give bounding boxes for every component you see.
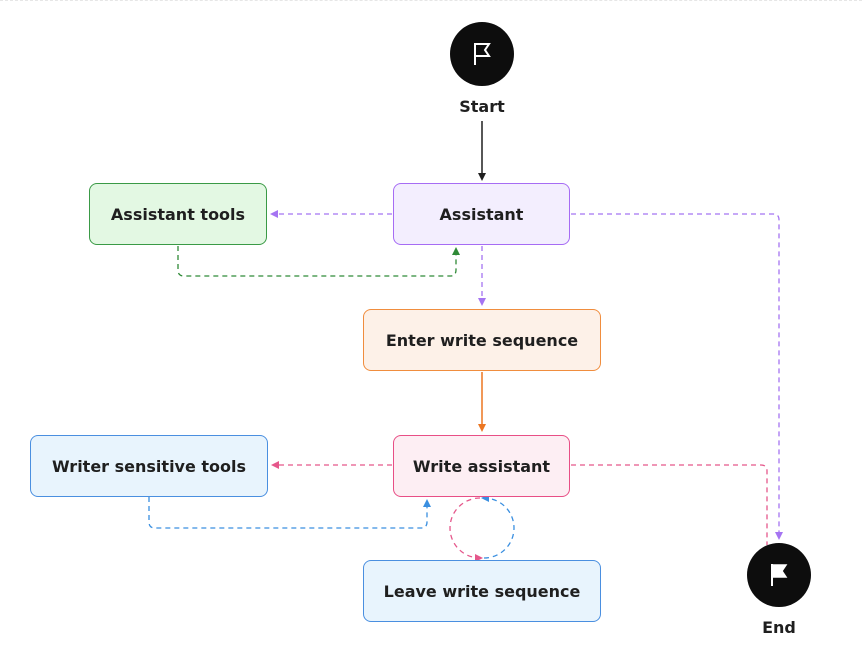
leave-write-sequence-label: Leave write sequence — [383, 581, 581, 601]
assistant-tools-node[interactable]: Assistant tools — [89, 183, 267, 245]
edge-write-assistant-to-leave-write — [449, 497, 483, 562]
end-label: End — [762, 618, 796, 637]
assistant-node[interactable]: Assistant — [393, 183, 570, 245]
start-label: Start — [459, 97, 505, 116]
edge-leave-write-to-write-assistant — [481, 494, 515, 559]
top-dashed-border — [0, 0, 862, 2]
enter-write-sequence-node[interactable]: Enter write sequence — [363, 309, 601, 371]
leave-write-sequence-node[interactable]: Leave write sequence — [363, 560, 601, 622]
start-node[interactable] — [450, 22, 514, 86]
assistant-label: Assistant — [439, 204, 524, 224]
enter-write-sequence-label: Enter write sequence — [385, 330, 579, 350]
writer-sensitive-tools-label: Writer sensitive tools — [51, 456, 247, 476]
edge-writer-tools-to-write-assistant — [148, 497, 431, 529]
edge-write-assistant-to-end — [571, 464, 768, 545]
flag-outline-icon — [474, 43, 491, 65]
assistant-tools-label: Assistant tools — [110, 204, 246, 224]
write-assistant-node[interactable]: Write assistant — [393, 435, 570, 497]
end-node[interactable] — [747, 543, 811, 607]
edge-assistant-to-end — [571, 213, 783, 540]
edge-assistant-tools-to-assistant — [177, 246, 460, 277]
write-assistant-label: Write assistant — [412, 456, 551, 476]
writer-sensitive-tools-node[interactable]: Writer sensitive tools — [30, 435, 268, 497]
flag-filled-icon — [771, 564, 788, 586]
